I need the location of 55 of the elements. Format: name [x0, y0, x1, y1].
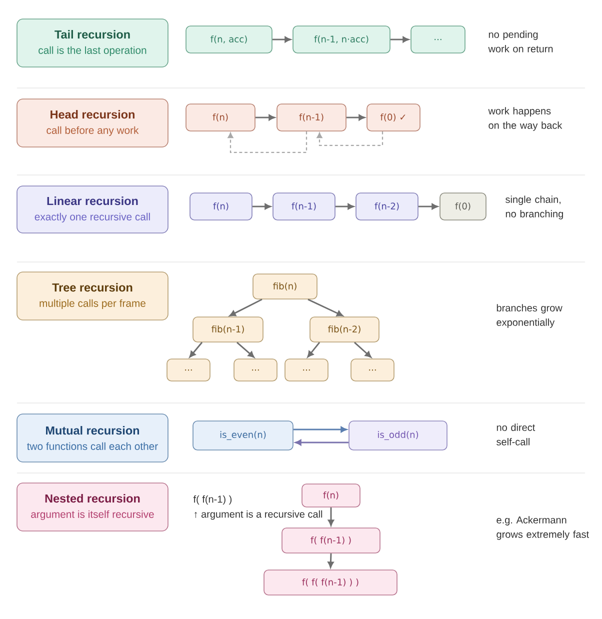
- call-box: f(n): [186, 104, 256, 132]
- call-box: f(0) ✓: [366, 104, 420, 132]
- call-box: f(n-1, n·acc): [292, 26, 390, 54]
- arrow: [328, 507, 334, 526]
- call-box: is_even(n): [192, 420, 294, 450]
- call-box: f(n): [190, 192, 252, 220]
- arrow: [418, 203, 438, 210]
- arrow: [328, 553, 334, 568]
- note-text: single chain, no branching: [506, 196, 563, 220]
- category-box: Linear recursion exactly one recursive call: [16, 186, 168, 234]
- arrow: [308, 298, 343, 316]
- note-text: f( f(n-1) ): [193, 495, 232, 505]
- arrow: [346, 114, 365, 121]
- call-box: fib(n-2): [310, 316, 380, 342]
- arrow: [295, 439, 349, 446]
- arrow: [229, 298, 262, 316]
- note-text: branches grow exponentially: [496, 304, 562, 328]
- call-box: ...: [410, 26, 466, 54]
- arrow: [272, 36, 291, 43]
- arrow: [255, 114, 275, 121]
- call-box: fib(n-1): [192, 316, 264, 342]
- arrow: [335, 203, 354, 210]
- note-text: no direct self-call: [496, 424, 536, 446]
- arrow: [354, 342, 372, 358]
- call-box: is_odd(n): [348, 420, 448, 450]
- arrow: [236, 342, 254, 358]
- call-box: f( f( f(n-1) ) ): [264, 570, 398, 596]
- call-box: f(n-1): [272, 192, 336, 220]
- note-text: work happens on the way back: [488, 107, 562, 131]
- note-text: e.g. Ackermann grows extremely fast: [496, 516, 589, 540]
- call-box: ...: [234, 358, 278, 382]
- call-box: ...: [350, 358, 394, 382]
- arrow: [293, 426, 347, 433]
- category-box: Nested recursion argument is itself recursive: [16, 482, 168, 532]
- call-box: f(n-2): [356, 192, 418, 220]
- dashed-arrow: [228, 131, 308, 153]
- call-box: f(n): [302, 484, 360, 508]
- category-box: Head recursion call before any work: [16, 98, 168, 148]
- call-box: f(n-1): [276, 104, 346, 132]
- arrow: [252, 203, 271, 210]
- call-box: f(n, acc): [186, 26, 272, 54]
- call-box: fib(n): [252, 274, 318, 300]
- call-box: f( f(n-1) ): [282, 528, 380, 554]
- note-text: no pending work on return: [488, 30, 553, 52]
- arrow: [390, 36, 409, 43]
- call-box: ...: [284, 358, 328, 382]
- category-box: Tail recursion call is the last operation: [16, 18, 168, 68]
- arrow: [189, 342, 203, 358]
- call-box: ...: [166, 358, 210, 382]
- note-text: ↑ argument is a recursive call: [194, 510, 322, 520]
- category-box: Tree recursion multiple calls per frame: [16, 272, 168, 320]
- call-box: f(0): [440, 192, 486, 220]
- arrow: [307, 342, 320, 358]
- dashed-arrow: [316, 131, 384, 146]
- category-box: Mutual recursion two functions call each other: [16, 414, 168, 462]
